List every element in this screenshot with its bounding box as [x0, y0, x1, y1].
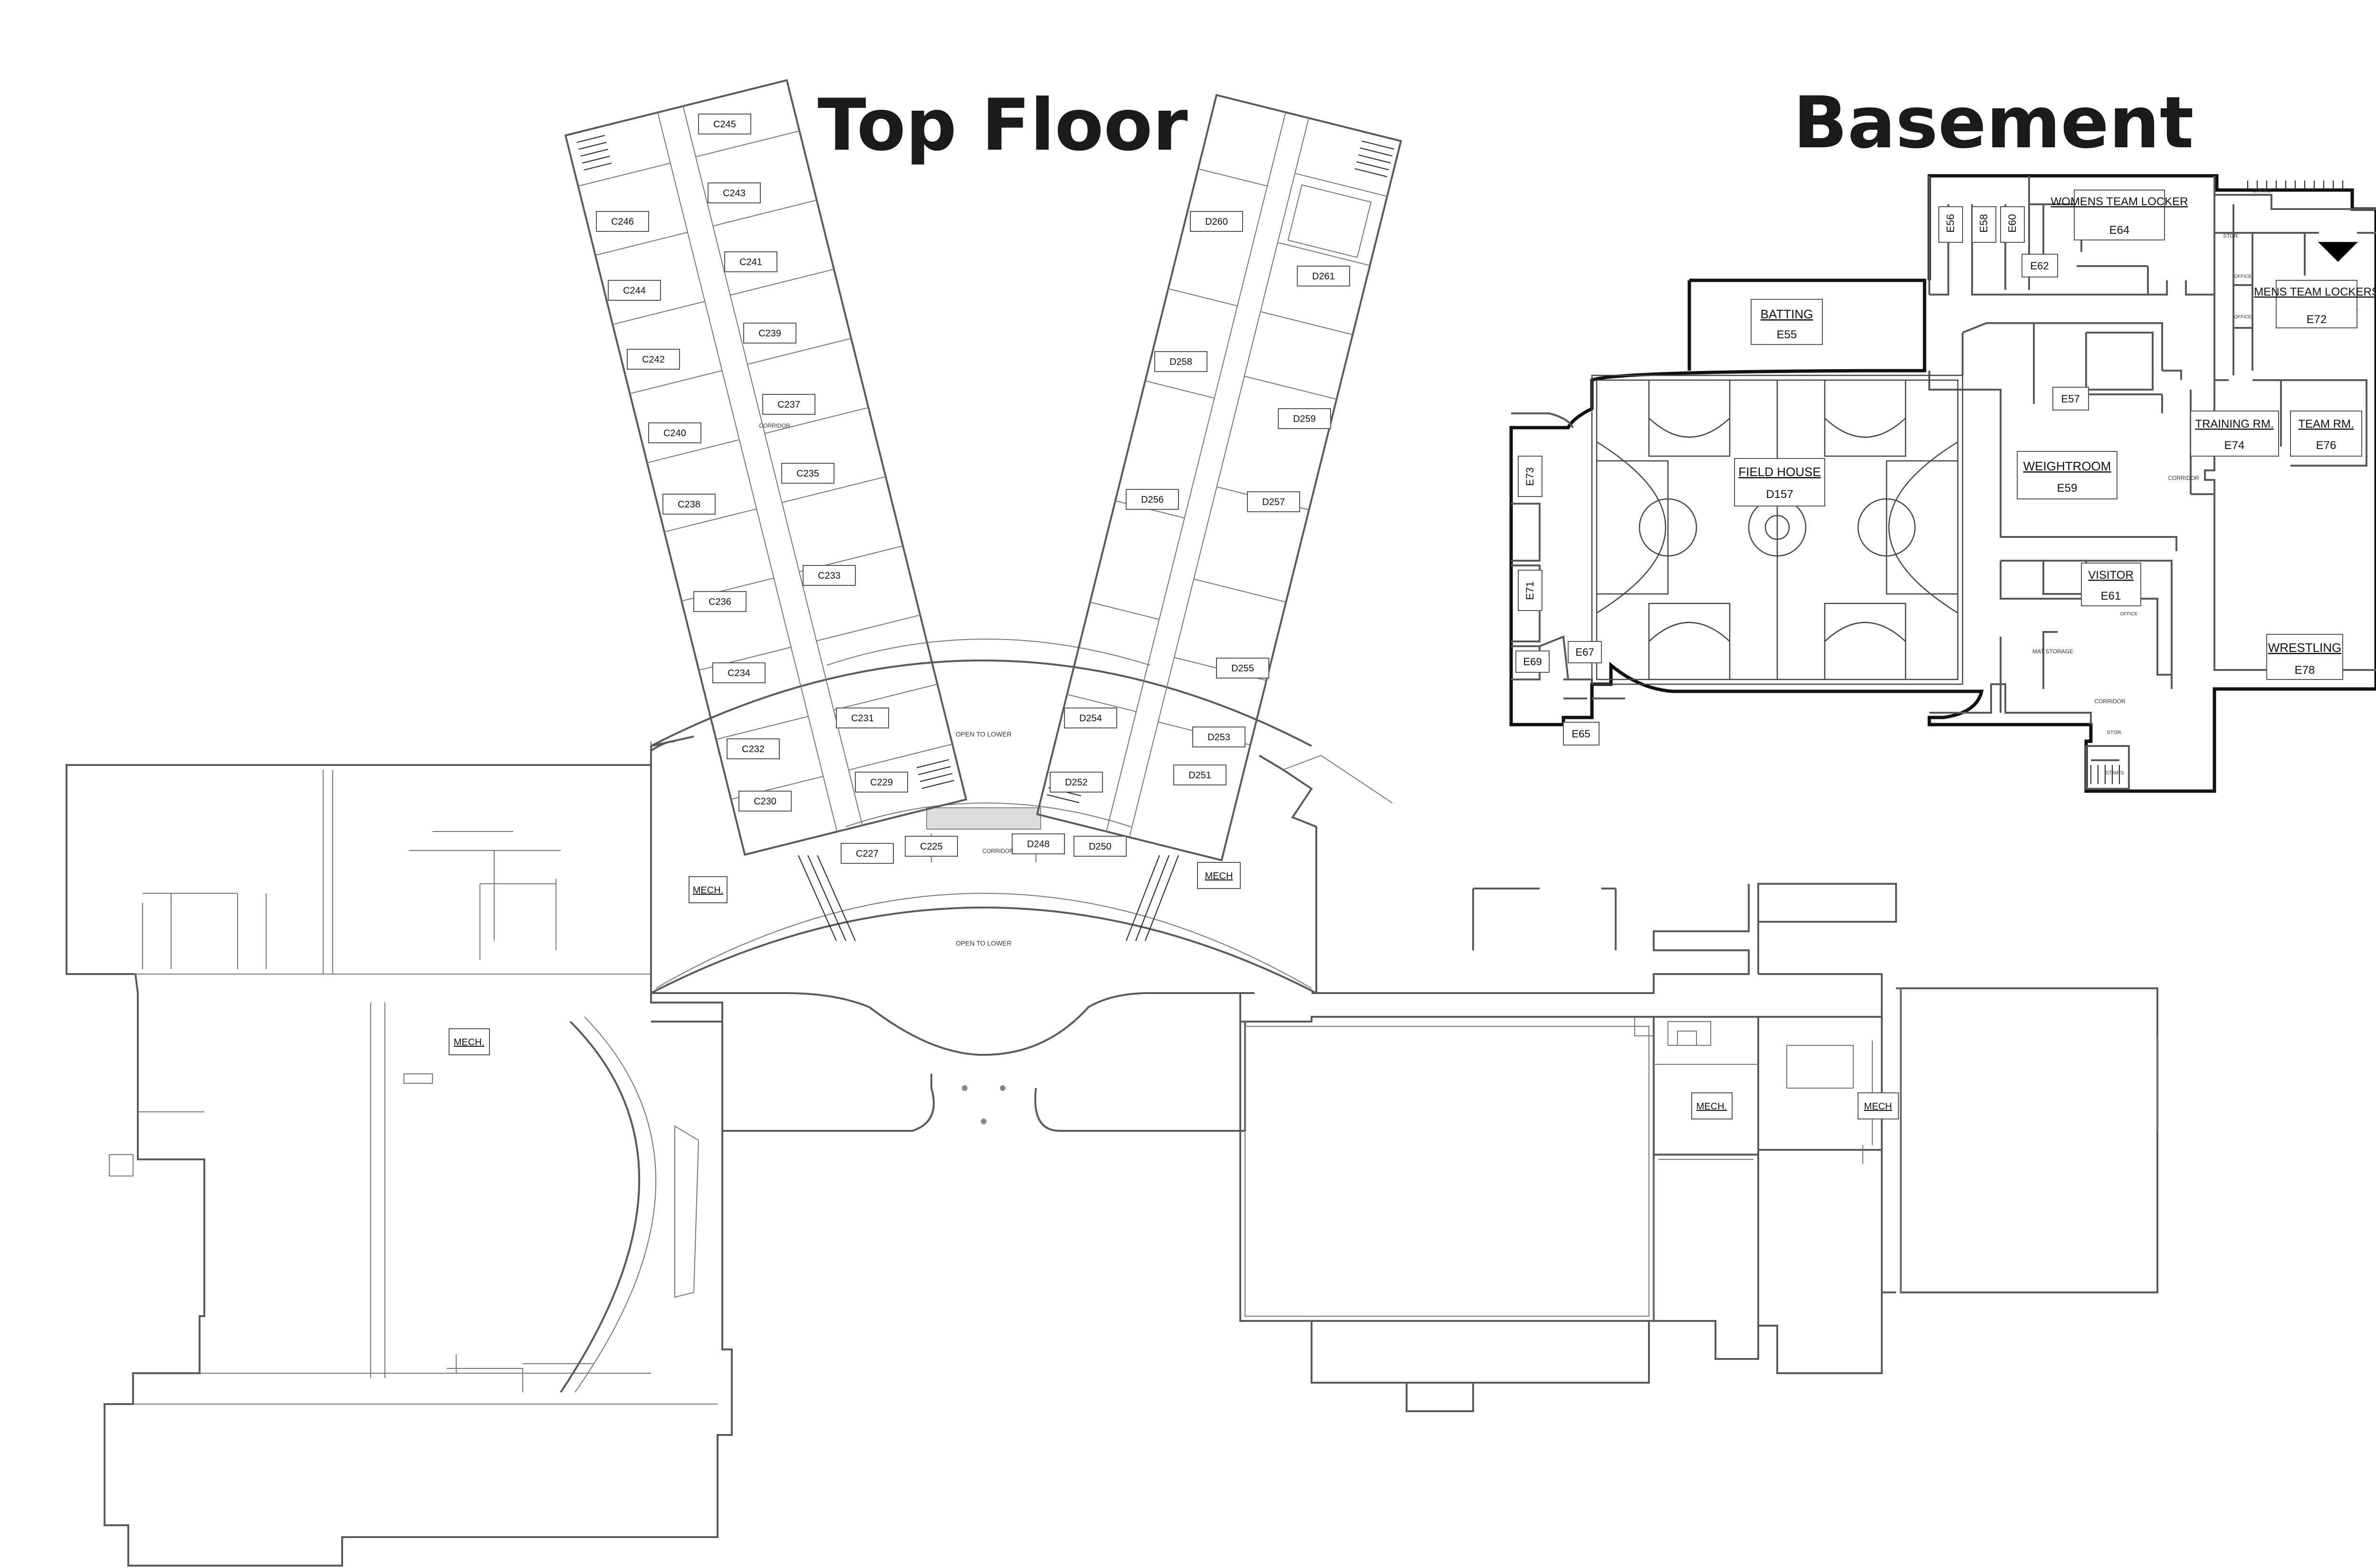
- svg-text:FIELD HOUSE: FIELD HOUSE: [1738, 465, 1820, 479]
- svg-text:VISITOR: VISITOR: [2088, 569, 2134, 582]
- svg-text:C231: C231: [851, 713, 874, 724]
- svg-text:C246: C246: [611, 217, 634, 227]
- svg-text:D248: D248: [1027, 839, 1050, 850]
- svg-text:MAT STORAGE: MAT STORAGE: [2032, 648, 2073, 655]
- svg-text:C237: C237: [777, 400, 800, 410]
- svg-text:E64: E64: [2109, 224, 2130, 237]
- right-wing-room-labels: D260 D261 D258 D259 D256 D257 D255 D254 …: [1012, 211, 1350, 857]
- svg-text:E61: E61: [2101, 590, 2121, 602]
- svg-text:E73: E73: [1524, 467, 1536, 486]
- svg-text:E62: E62: [2030, 260, 2049, 272]
- svg-text:MECH.: MECH.: [454, 1037, 484, 1048]
- svg-text:C233: C233: [818, 571, 841, 581]
- svg-text:MECH: MECH: [1864, 1101, 1892, 1112]
- svg-text:OPEN TO LOWER: OPEN TO LOWER: [956, 939, 1012, 947]
- svg-text:D251: D251: [1188, 770, 1211, 781]
- svg-text:C236: C236: [709, 597, 731, 607]
- svg-text:WEIGHTROOM: WEIGHTROOM: [2023, 459, 2111, 473]
- svg-text:C240: C240: [663, 428, 686, 439]
- svg-text:WOMENS TEAM LOCKER: WOMENS TEAM LOCKER: [2051, 195, 2188, 208]
- main-building-outline: [66, 736, 2158, 1567]
- svg-text:E76: E76: [2316, 439, 2337, 452]
- svg-text:D260: D260: [1205, 217, 1228, 227]
- svg-text:D256: D256: [1141, 495, 1164, 505]
- svg-text:CORRIDOR: CORRIDOR: [2094, 698, 2126, 705]
- svg-text:E78: E78: [2295, 664, 2315, 677]
- svg-text:C241: C241: [739, 257, 762, 268]
- svg-text:TRAINING RM.: TRAINING RM.: [2195, 418, 2273, 430]
- basement-room-labels: WOMENS TEAM LOCKER E64 MENS TEAM LOCKERS…: [1515, 188, 2376, 776]
- svg-text:E60: E60: [2006, 214, 2018, 232]
- svg-text:E58: E58: [1978, 214, 1990, 232]
- svg-text:C230: C230: [754, 796, 776, 807]
- curved-connector: OPEN TO LOWER OPEN TO LOWER: [651, 639, 1317, 994]
- svg-text:C232: C232: [742, 744, 765, 755]
- svg-text:C227: C227: [856, 849, 879, 859]
- svg-text:C245: C245: [713, 119, 736, 130]
- basement-plan: [1509, 174, 2376, 793]
- left-wing-room-labels: C245 C243 C246 C241 C244 C239 C242 C237 …: [596, 114, 958, 864]
- svg-text:STOR.: STOR.: [2107, 730, 2122, 736]
- svg-text:D259: D259: [1293, 414, 1316, 424]
- svg-text:E67: E67: [1575, 646, 1594, 658]
- svg-text:C238: C238: [678, 499, 700, 510]
- svg-text:E57: E57: [2061, 393, 2079, 405]
- svg-text:E59: E59: [2057, 482, 2078, 495]
- corridor-labels: CORRIDOR CORRIDOR: [759, 422, 1014, 854]
- svg-text:D252: D252: [1065, 777, 1088, 788]
- svg-text:CORRIDOR: CORRIDOR: [982, 848, 1014, 854]
- svg-text:C234: C234: [728, 668, 750, 679]
- svg-text:C229: C229: [870, 777, 893, 788]
- svg-text:E72: E72: [2307, 313, 2327, 326]
- svg-text:BATTING: BATTING: [1761, 307, 1813, 321]
- svg-text:STOR.: STOR.: [2223, 233, 2239, 239]
- svg-text:E74: E74: [2224, 439, 2245, 452]
- basement-title: Basement: [1793, 82, 2194, 164]
- svg-text:E71: E71: [1524, 581, 1536, 600]
- svg-text:MECH.: MECH.: [693, 885, 723, 896]
- svg-text:D253: D253: [1207, 732, 1230, 743]
- svg-text:C242: C242: [642, 354, 665, 365]
- svg-text:C244: C244: [623, 286, 646, 296]
- svg-text:STAIRS: STAIRS: [2253, 188, 2271, 194]
- svg-text:D157: D157: [1766, 488, 1793, 501]
- svg-text:E55: E55: [1777, 328, 1797, 341]
- svg-text:OPEN TO LOWER: OPEN TO LOWER: [956, 730, 1012, 738]
- mech-room-labels: MECH. MECH MECH. MECH. MECH: [449, 862, 1899, 1119]
- svg-text:OFFICE: OFFICE: [2120, 612, 2138, 617]
- svg-text:OFFICE: OFFICE: [2234, 274, 2252, 279]
- svg-text:MECH: MECH: [1205, 871, 1233, 881]
- svg-text:E69: E69: [1523, 656, 1542, 668]
- svg-text:E56: E56: [1945, 214, 1956, 232]
- svg-text:D254: D254: [1079, 713, 1102, 724]
- svg-text:C235: C235: [796, 468, 819, 479]
- svg-text:WRESTLING: WRESTLING: [2268, 641, 2342, 655]
- svg-text:C225: C225: [920, 841, 943, 852]
- svg-text:TEAM RM.: TEAM RM.: [2298, 418, 2354, 430]
- svg-text:D261: D261: [1312, 271, 1335, 282]
- svg-text:MENS TEAM LOCKERS: MENS TEAM LOCKERS: [2254, 286, 2376, 298]
- svg-text:CORRIDOR: CORRIDOR: [2168, 475, 2199, 481]
- left-classroom-wing: [564, 79, 968, 856]
- svg-text:STAIRS: STAIRS: [2106, 770, 2124, 776]
- svg-text:CORRIDOR: CORRIDOR: [759, 422, 790, 429]
- svg-text:D250: D250: [1089, 841, 1111, 852]
- svg-text:E65: E65: [1571, 728, 1590, 740]
- top-floor-title: Top Floor: [817, 84, 1188, 167]
- svg-text:D255: D255: [1231, 663, 1254, 674]
- svg-text:D257: D257: [1262, 497, 1285, 507]
- svg-text:D258: D258: [1169, 357, 1192, 367]
- svg-text:C239: C239: [758, 328, 781, 339]
- svg-text:C243: C243: [723, 188, 746, 199]
- svg-text:MECH.: MECH.: [1696, 1101, 1727, 1112]
- svg-text:OFFICE: OFFICE: [2234, 315, 2252, 320]
